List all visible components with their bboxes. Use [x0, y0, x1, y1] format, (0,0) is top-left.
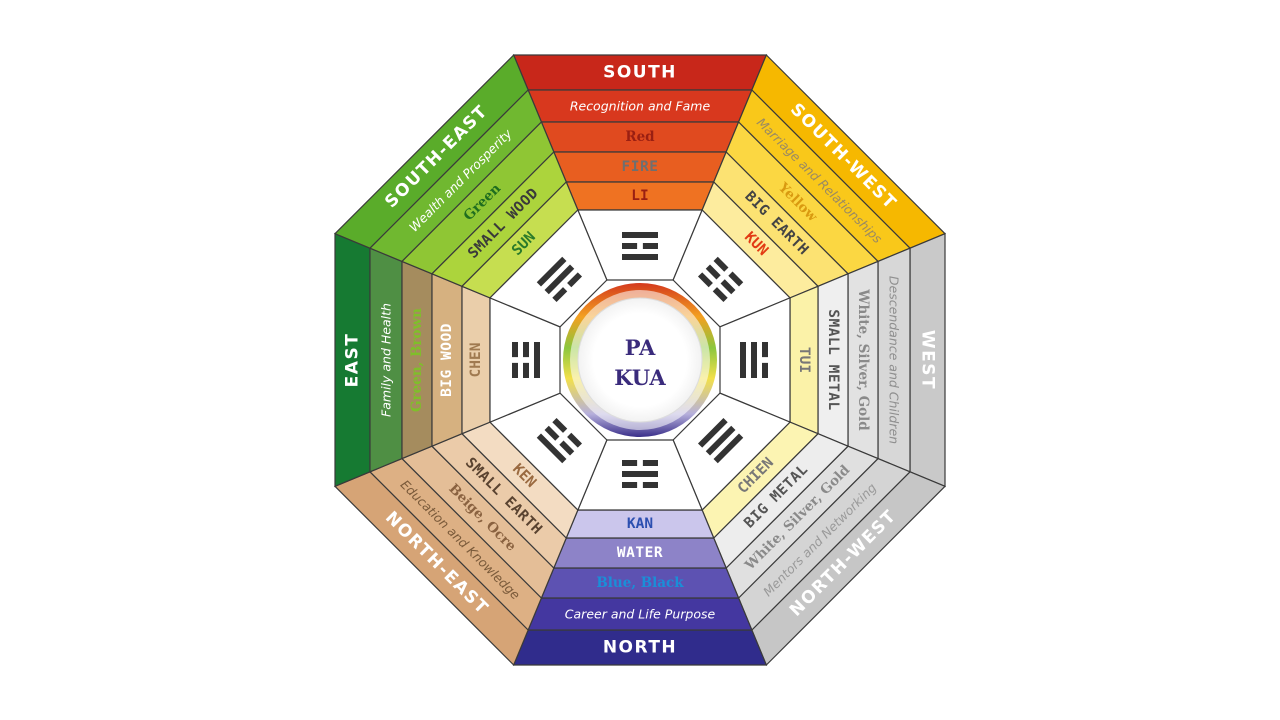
sector-west-trigram-label: TUI	[796, 347, 812, 373]
trigram-line-solid	[705, 425, 736, 456]
trigram-line-broken	[762, 362, 768, 379]
trigram-line-broken	[567, 272, 583, 288]
sector-south-direction-label: SOUTH	[603, 63, 677, 83]
trigram-line-broken	[720, 279, 736, 295]
trigram-cell-south-east	[488, 208, 608, 328]
trigram-line-solid	[740, 342, 746, 378]
trigram-line-broken	[728, 271, 744, 287]
sector-east-direction-label: EAST	[343, 333, 363, 388]
trigram-symbol-icon	[697, 417, 744, 464]
sector-south-element-label: FIRE	[622, 159, 659, 175]
trigram-line-broken	[642, 243, 658, 249]
trigram-symbol-icon	[622, 232, 658, 260]
trigram-line-solid	[544, 264, 575, 295]
trigram-symbol-icon	[740, 342, 768, 379]
trigram-line-broken	[512, 341, 518, 358]
center-disc	[577, 297, 703, 423]
sector-west-direction-label: WEST	[918, 330, 938, 390]
trigram-line-broken	[523, 341, 529, 358]
trigram-symbol-icon	[512, 341, 540, 378]
trigram-line-broken	[642, 460, 658, 466]
trigram-symbol-icon	[622, 460, 658, 488]
trigram-symbol-icon	[697, 256, 744, 303]
sector-east-aspiration-label: Family and Health	[379, 303, 394, 417]
sector-north-color-label: Blue, Black	[596, 575, 684, 591]
trigram-line-broken	[697, 272, 713, 288]
trigram-line-broken	[762, 342, 768, 358]
sector-north-west[interactable]	[701, 421, 947, 667]
trigram-line-broken	[705, 264, 721, 280]
trigram-line-broken	[713, 256, 729, 272]
trigram-line-broken	[552, 417, 568, 433]
sector-south-color-label: Red	[625, 129, 655, 145]
trigram-line-solid	[622, 254, 658, 260]
trigram-line-solid	[713, 433, 744, 464]
sector-west[interactable]	[789, 232, 946, 488]
sector-east-color-label: Green, Brown	[409, 308, 425, 412]
trigram-line-solid	[536, 256, 567, 287]
trigram-line-solid	[697, 417, 728, 448]
trigram-line-broken	[544, 425, 560, 441]
trigram-line-broken	[622, 243, 638, 249]
sector-north-east[interactable]	[333, 421, 579, 667]
sector-west-color-label: White, Silver, Gold	[855, 288, 871, 431]
trigram-symbol-icon	[536, 417, 583, 464]
trigram-line-broken	[622, 482, 638, 488]
trigram-symbol-icon	[536, 256, 583, 303]
sector-north[interactable]	[512, 509, 768, 666]
sector-south-aspiration-label: Recognition and Fame	[570, 99, 711, 114]
trigram-line-solid	[534, 342, 540, 378]
trigram-line-broken	[559, 440, 575, 456]
sector-east-element-label: BIG WOOD	[439, 323, 455, 397]
trigram-line-broken	[567, 432, 583, 448]
sector-south-trigram-label: LI	[631, 188, 648, 204]
trigram-line-broken	[712, 287, 728, 303]
trigram-line-solid	[622, 232, 658, 238]
sector-east[interactable]	[334, 232, 491, 488]
sector-north-element-label: WATER	[617, 545, 663, 561]
trigram-line-broken	[552, 287, 568, 303]
trigram-line-broken	[523, 362, 529, 378]
trigram-line-solid	[622, 471, 658, 477]
sector-north-direction-label: NORTH	[603, 638, 677, 658]
sector-east-trigram-label: CHEN	[468, 343, 484, 378]
sector-west-aspiration-label: Descendance and Children	[887, 276, 902, 444]
trigram-line-broken	[642, 482, 658, 488]
trigram-line-broken	[512, 362, 518, 378]
trigram-line-solid	[536, 433, 567, 464]
sector-south-east[interactable]	[333, 53, 579, 299]
center-label-line1: PA	[625, 335, 656, 360]
sector-north-trigram-label: KAN	[627, 516, 653, 532]
center-label-line2: KUA	[614, 365, 666, 390]
sector-west-element-label: SMALL METAL	[825, 309, 841, 411]
sector-north-aspiration-label: Career and Life Purpose	[565, 607, 716, 622]
trigram-line-solid	[751, 342, 757, 378]
trigram-line-broken	[622, 460, 638, 466]
